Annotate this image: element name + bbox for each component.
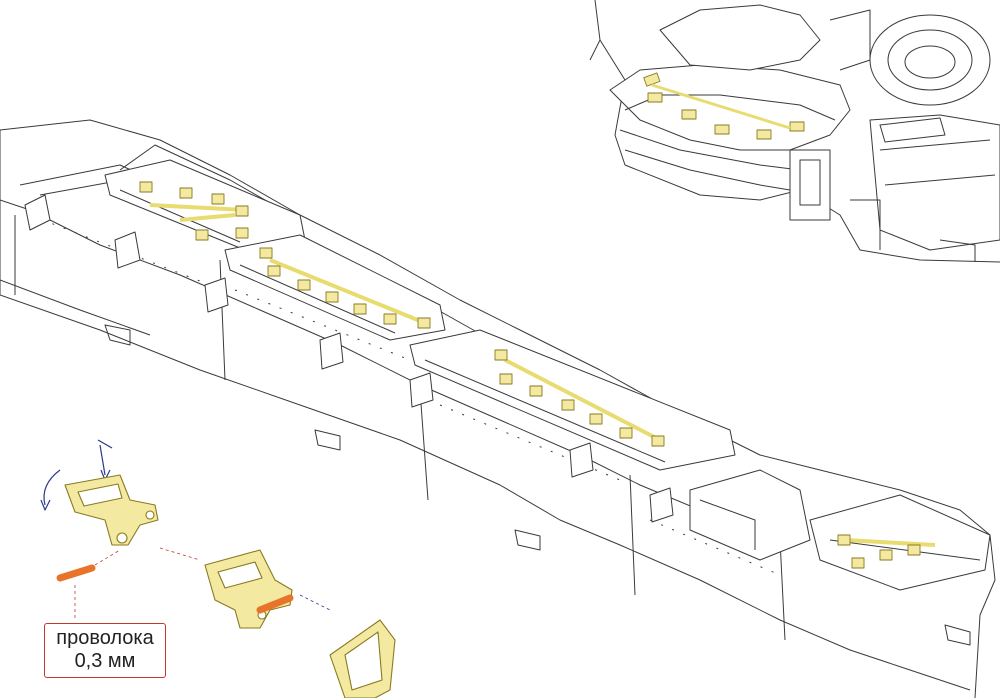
exploded-buckle-detail (40, 439, 396, 698)
turret-inset-view (589, 0, 1000, 263)
callout-line-2: 0,3 мм (74, 650, 136, 672)
photoetch-straps (139, 181, 936, 569)
wire-callout: проволока 0,3 мм (44, 623, 166, 678)
callout-line-1: проволока (56, 627, 154, 649)
fender-stowage-assembly (0, 119, 996, 698)
